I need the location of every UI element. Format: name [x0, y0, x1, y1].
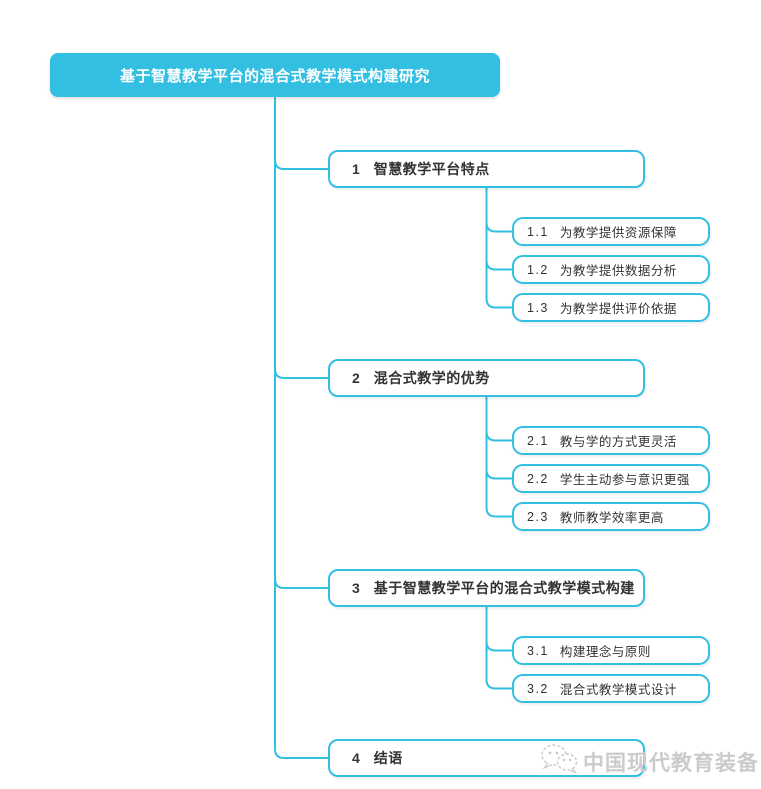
root-title: 基于智慧教学平台的混合式教学模式构建研究	[119, 67, 430, 85]
branch-node-4: 4 结语	[328, 739, 645, 777]
sub-number: 3.1	[527, 643, 549, 658]
sub-label: 教与学的方式更灵活	[559, 435, 677, 449]
branch-node-2: 2 混合式教学的优势	[328, 359, 645, 397]
sub-node-1-2: 1.2 为教学提供数据分析	[512, 255, 710, 284]
sub-number: 3.2	[527, 681, 549, 696]
sub-label: 为教学提供资源保障	[559, 226, 677, 240]
sub-node-3-2: 3.2 混合式教学模式设计	[512, 674, 710, 703]
branch-label: 混合式教学的优势	[373, 370, 490, 386]
sub-number: 1.2	[527, 262, 549, 277]
sub-node-2-3: 2.3 教师教学效率更高	[512, 502, 710, 531]
sub-label: 构建理念与原则	[559, 645, 651, 659]
sub-node-3-1: 3.1 构建理念与原则	[512, 636, 710, 665]
sub-label: 学生主动参与意识更强	[559, 473, 690, 487]
sub-number: 2.1	[527, 433, 549, 448]
sub-number: 2.2	[527, 471, 549, 486]
sub-node-1-1: 1.1 为教学提供资源保障	[512, 217, 710, 246]
root-node: 基于智慧教学平台的混合式教学模式构建研究	[50, 53, 500, 97]
watermark-text: 中国现代教育装备	[583, 751, 759, 775]
branch-label: 结语	[373, 750, 403, 766]
sub-number: 2.3	[527, 509, 549, 524]
branch-number: 3	[352, 580, 361, 596]
sub-number: 1.1	[527, 224, 549, 239]
sub-node-2-2: 2.2 学生主动参与意识更强	[512, 464, 710, 493]
sub-label: 为教学提供数据分析	[559, 264, 677, 278]
sub-label: 为教学提供评价依据	[559, 302, 677, 316]
sub-label: 教师教学效率更高	[559, 511, 664, 525]
sub-node-2-1: 2.1 教与学的方式更灵活	[512, 426, 710, 455]
branch-number: 2	[352, 370, 361, 386]
sub-node-1-3: 1.3 为教学提供评价依据	[512, 293, 710, 322]
sub-number: 1.3	[527, 300, 549, 315]
branch-label: 智慧教学平台特点	[373, 161, 490, 177]
branch-number: 4	[352, 750, 361, 766]
branch-number: 1	[352, 161, 361, 177]
wechat-bubbles-icon	[539, 742, 579, 781]
watermark: 中国现代教育装备	[539, 742, 759, 781]
branch-label: 基于智慧教学平台的混合式教学模式构建	[373, 580, 635, 596]
sub-label: 混合式教学模式设计	[559, 683, 677, 697]
branch-node-1: 1 智慧教学平台特点	[328, 150, 645, 188]
branch-node-3: 3 基于智慧教学平台的混合式教学模式构建	[328, 569, 645, 607]
